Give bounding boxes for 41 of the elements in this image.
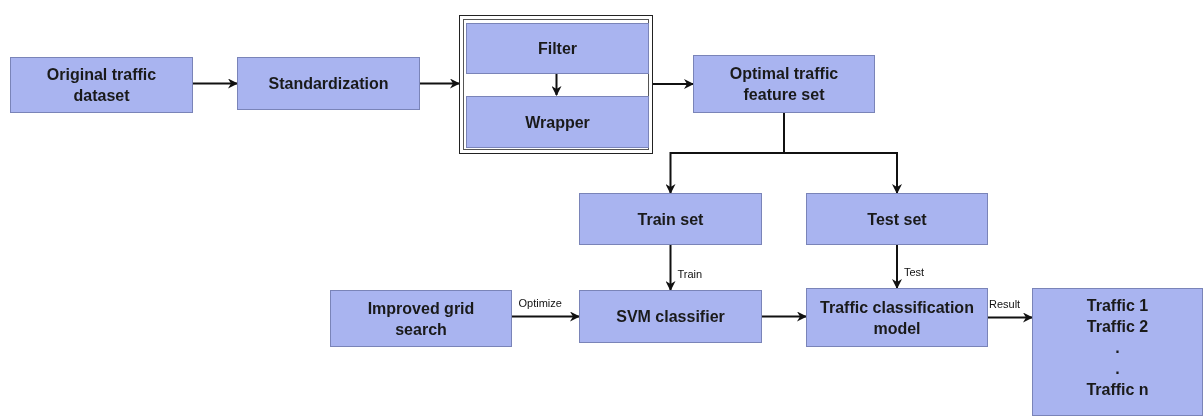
node-text: Original traffic dataset <box>45 65 158 106</box>
group-frame <box>459 15 653 154</box>
process-box <box>693 55 875 113</box>
process-box <box>806 288 988 347</box>
edge-label: Result <box>988 297 1022 311</box>
node-text: Optimal traffic feature set <box>728 64 840 105</box>
arrow <box>511 311 580 322</box>
node-text: Wrapper <box>525 112 590 133</box>
node-text: Improved grid search <box>366 298 476 340</box>
arrow <box>652 79 694 89</box>
edge-label: Optimize <box>517 296 563 310</box>
process-box <box>330 290 512 347</box>
node-text: Traffic n <box>1086 380 1149 400</box>
process-box <box>466 23 649 74</box>
arrow <box>192 78 238 89</box>
arrow <box>892 244 902 289</box>
node-text: . <box>1115 338 1120 358</box>
process-box <box>806 193 988 245</box>
process-box <box>579 290 762 343</box>
node-text: Traffic 2 <box>1086 317 1149 337</box>
arrow <box>551 72 562 96</box>
process-box <box>237 57 420 110</box>
edge-label: Test <box>903 266 926 279</box>
arrow <box>783 112 902 194</box>
arrow <box>419 78 460 89</box>
node-text: Test set <box>867 209 927 230</box>
process-box <box>579 193 762 245</box>
node-text: Train set <box>637 209 704 230</box>
node-text: SVM classifier <box>616 307 725 327</box>
arrow <box>665 244 676 291</box>
process-box <box>466 96 649 148</box>
node-text: . <box>1115 359 1120 379</box>
node-text: Standardization <box>268 74 389 94</box>
process-box <box>10 57 193 113</box>
process-box <box>1032 288 1203 416</box>
arrow <box>987 312 1033 323</box>
node-text: Filter <box>537 39 578 59</box>
edge-label: Train <box>676 268 704 281</box>
arrow <box>761 311 807 322</box>
node-text: Traffic classification model <box>819 297 975 339</box>
node-text: Traffic 1 <box>1086 296 1149 316</box>
